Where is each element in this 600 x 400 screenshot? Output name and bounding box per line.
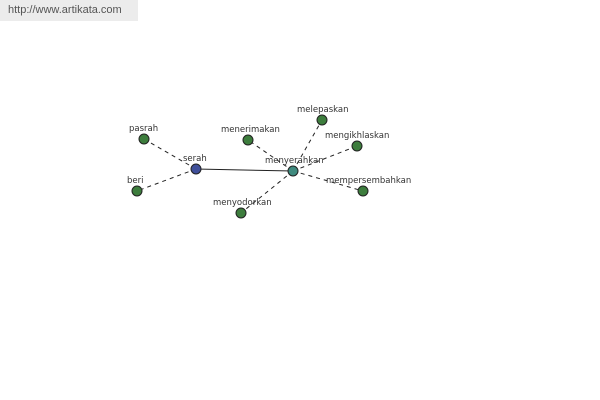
edge-menyerahkan-menerimakan [247, 139, 294, 172]
graph-node-mempersembahkan[interactable]: mempersembahkan [326, 176, 411, 197]
edge-serah-pasrah [143, 138, 197, 170]
node-dot-beri[interactable] [131, 185, 143, 197]
node-dot-menyodorkan[interactable] [235, 207, 247, 219]
node-dot-menerimakan[interactable] [242, 134, 254, 146]
node-dot-menyerahkan[interactable] [287, 165, 299, 177]
node-label-mempersembahkan: mempersembahkan [326, 176, 411, 186]
node-label-melepaskan: melepaskan [297, 105, 349, 115]
node-label-mengikhlaskan: mengikhlaskan [325, 131, 389, 141]
graph-nodes: serah menyerahkan pasrah beri menerimakan mel… [127, 105, 411, 219]
edge-serah-beri [136, 168, 197, 192]
edge-menyerahkan-melepaskan [292, 119, 323, 172]
graph-node-pasrah[interactable]: pasrah [129, 124, 158, 145]
graph-node-serah[interactable]: serah [183, 154, 207, 175]
graph-node-menerimakan[interactable]: menerimakan [221, 125, 280, 146]
node-label-beri: beri [127, 176, 143, 186]
node-dot-serah[interactable] [190, 163, 202, 175]
node-label-serah: serah [183, 154, 207, 164]
edge-serah-menyerahkan [195, 168, 294, 172]
node-dot-mengikhlaskan[interactable] [351, 140, 363, 152]
source-url-banner: http://www.artikata.com [0, 0, 138, 21]
edge-menyerahkan-mengikhlaskan [292, 145, 358, 172]
node-dot-melepaskan[interactable] [316, 114, 328, 126]
node-label-menyerahkan: menyerahkan [265, 156, 324, 166]
edge-menyerahkan-menyodorkan [240, 170, 294, 214]
graph-node-menyerahkan[interactable]: menyerahkan [265, 156, 324, 177]
node-label-pasrah: pasrah [129, 124, 158, 134]
node-label-menerimakan: menerimakan [221, 125, 280, 135]
graph-node-mengikhlaskan[interactable]: mengikhlaskan [325, 131, 389, 152]
node-label-menyodorkan: menyodorkan [213, 198, 272, 208]
graph-node-menyodorkan[interactable]: menyodorkan [213, 198, 272, 219]
graph-edges [136, 119, 364, 214]
graph-node-melepaskan[interactable]: melepaskan [297, 105, 349, 126]
node-dot-pasrah[interactable] [138, 133, 150, 145]
graph-node-beri[interactable]: beri [127, 176, 143, 197]
node-dot-mempersembahkan[interactable] [357, 185, 369, 197]
